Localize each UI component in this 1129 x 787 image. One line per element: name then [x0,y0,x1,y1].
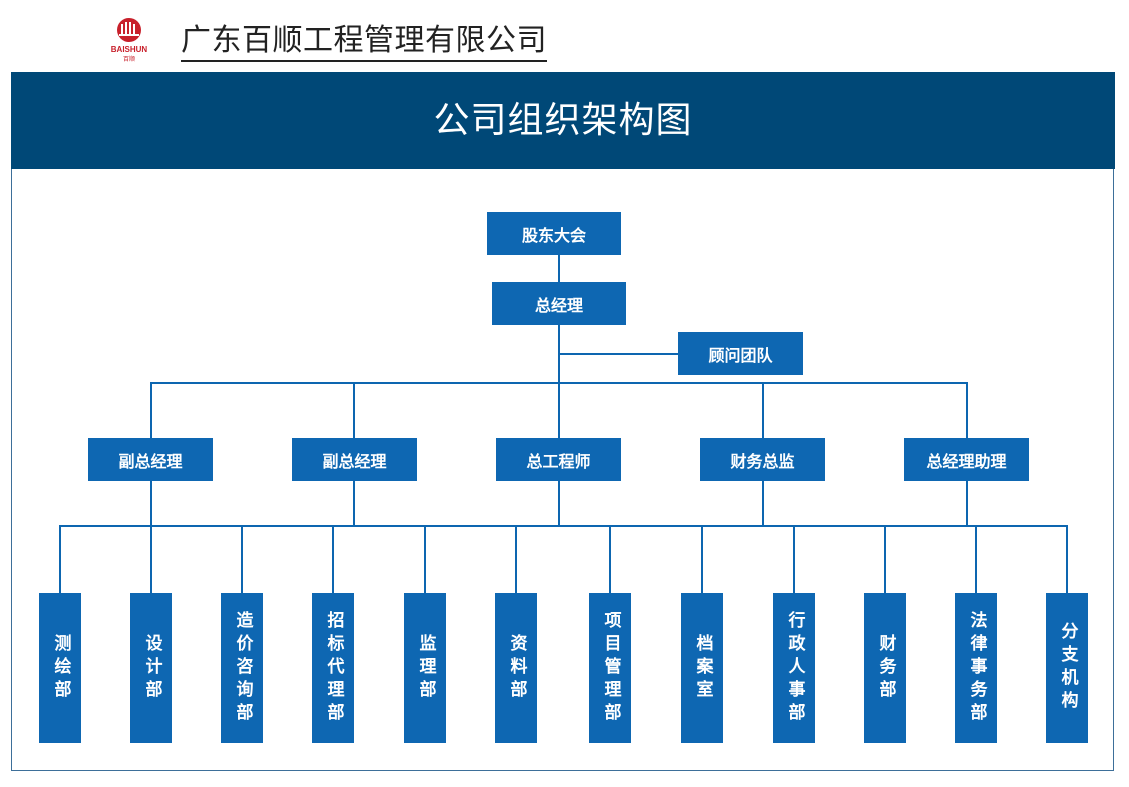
dept-finance: 财务部 [864,593,906,743]
connector-dept-drop-12 [1066,525,1068,593]
node-deputy-gm-2: 副总经理 [292,438,417,481]
dept-archives: 档案室 [681,593,723,743]
connector-dept-bus [59,525,1068,527]
connector-top-gm [558,255,560,282]
connector-dept-drop-7 [609,525,611,593]
dept-tender-agency: 招标代理部 [312,593,354,743]
connector-l2-rise-3 [558,481,560,526]
dept-design: 设计部 [130,593,172,743]
logo-mark-icon: BAISHUN 百顺 [111,18,148,63]
connector-l2-drop-1 [150,382,152,438]
connector-l2-rise-4 [762,481,764,526]
node-deputy-gm-1: 副总经理 [88,438,213,481]
node-shareholders-meeting: 股东大会 [487,212,621,255]
connector-dept-drop-9 [793,525,795,593]
dept-project-management: 项目管理部 [589,593,631,743]
company-logo: BAISHUN 百顺 [100,14,158,64]
node-chief-engineer: 总工程师 [496,438,621,481]
connector-dept-drop-1 [59,525,61,593]
connector-dept-drop-5 [424,525,426,593]
connector-l2-rise-5 [966,481,968,526]
connector-dept-drop-2 [150,525,152,593]
title-bar: 公司组织架构图 [11,72,1115,169]
connector-l2-drop-3 [558,382,560,438]
connector-dept-drop-11 [975,525,977,593]
connector-l2-drop-2 [353,382,355,438]
company-name: 广东百顺工程管理有限公司 [181,22,547,62]
connector-l2-rise-2 [353,481,355,526]
connector-dept-drop-6 [515,525,517,593]
connector-dept-drop-4 [332,525,334,593]
connector-l2-drop-5 [966,382,968,438]
connector-l2-drop-4 [762,382,764,438]
dept-branches: 分支机构 [1046,593,1088,743]
dept-documentation: 资料部 [495,593,537,743]
connector-dept-drop-3 [241,525,243,593]
node-general-manager: 总经理 [492,282,626,325]
node-advisory-team: 顾问团队 [678,332,803,375]
dept-admin-hr: 行政人事部 [773,593,815,743]
svg-text:BAISHUN: BAISHUN [111,45,148,54]
svg-text:百顺: 百顺 [123,56,135,63]
node-gm-assistant: 总经理助理 [904,438,1029,481]
node-cfo: 财务总监 [700,438,825,481]
page-title: 公司组织架构图 [433,100,693,141]
connector-dept-drop-8 [701,525,703,593]
dept-legal-affairs: 法律事务部 [955,593,997,743]
dept-surveying: 测绘部 [39,593,81,743]
dept-supervision: 监理部 [404,593,446,743]
dept-cost-consulting: 造价咨询部 [221,593,263,743]
chart-frame [11,72,1114,771]
connector-l2-rise-1 [150,481,152,526]
connector-advisor [558,353,678,355]
connector-dept-drop-10 [884,525,886,593]
